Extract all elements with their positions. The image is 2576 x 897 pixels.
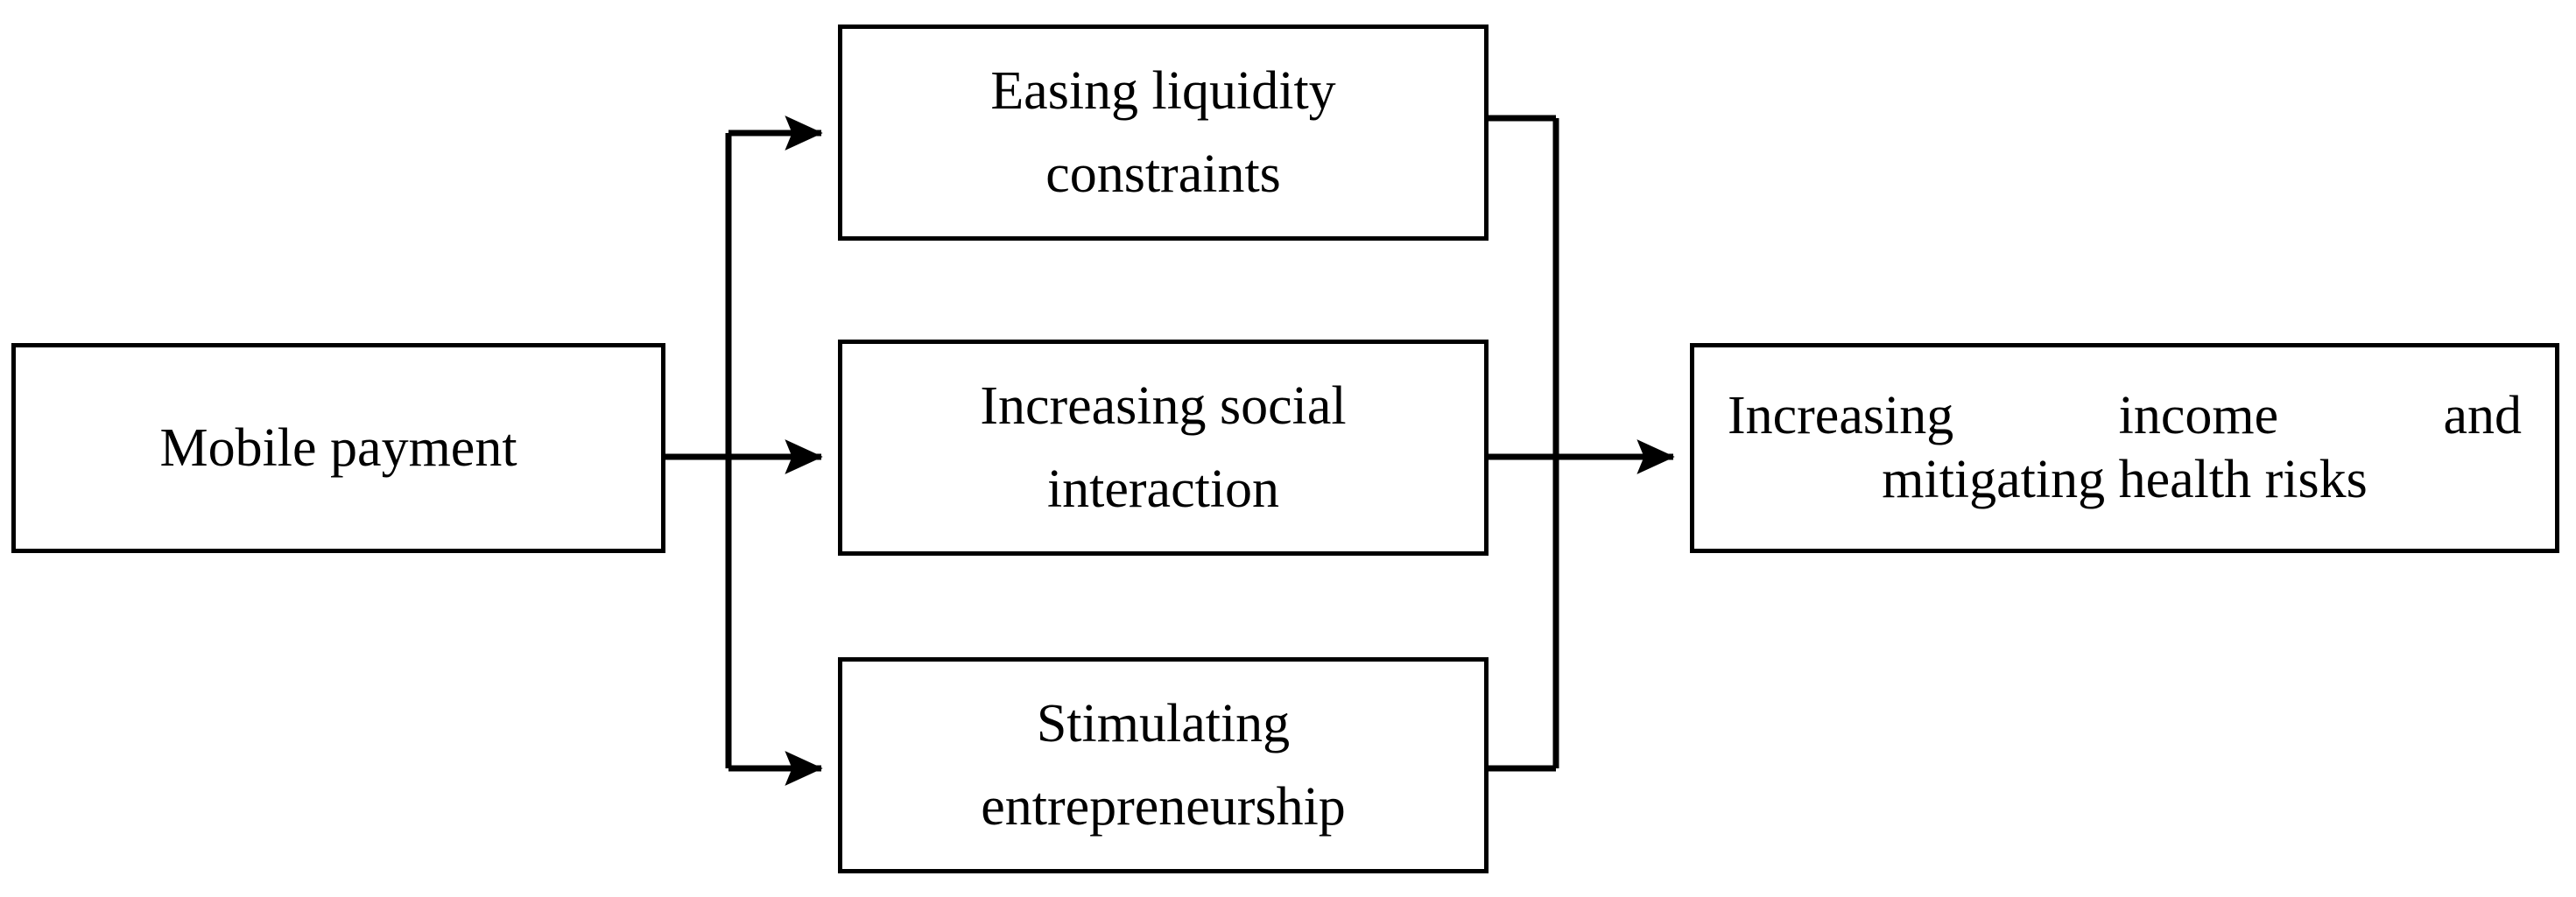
node-easing-liquidity-constraints: Easing liquidity constraints <box>838 25 1489 241</box>
node-label-line-2: interaction <box>1046 459 1280 519</box>
node-label-line-1: Easing liquidity <box>990 61 1336 122</box>
node-stimulating-entrepreneurship: Stimulating entrepreneurship <box>838 657 1489 873</box>
node-increasing-income-mitigating-health-risks: Increasing income and mitigating health … <box>1690 343 2559 553</box>
node-label-line-1: Stimulating <box>1036 694 1291 754</box>
node-increasing-social-interaction-label: Increasing social interaction <box>842 365 1484 529</box>
node-easing-liquidity-constraints-label: Easing liquidity constraints <box>842 50 1484 214</box>
node-mobile-payment-label: Mobile payment <box>159 418 517 478</box>
node-mobile-payment: Mobile payment <box>11 343 665 553</box>
node-label-line-1: Increasing social <box>980 376 1347 437</box>
node-stimulating-entrepreneurship-label: Stimulating entrepreneurship <box>842 683 1484 847</box>
node-label-line-2: mitigating health risks <box>1882 450 2368 509</box>
node-label-line-1: Increasing income and <box>1728 385 2522 445</box>
node-label-line-2: constraints <box>1045 144 1281 204</box>
node-label-line-2: entrepreneurship <box>981 776 1346 837</box>
node-increasing-income-mitigating-health-risks-label: Increasing income and mitigating health … <box>1694 384 2555 512</box>
node-increasing-social-interaction: Increasing social interaction <box>838 340 1489 556</box>
